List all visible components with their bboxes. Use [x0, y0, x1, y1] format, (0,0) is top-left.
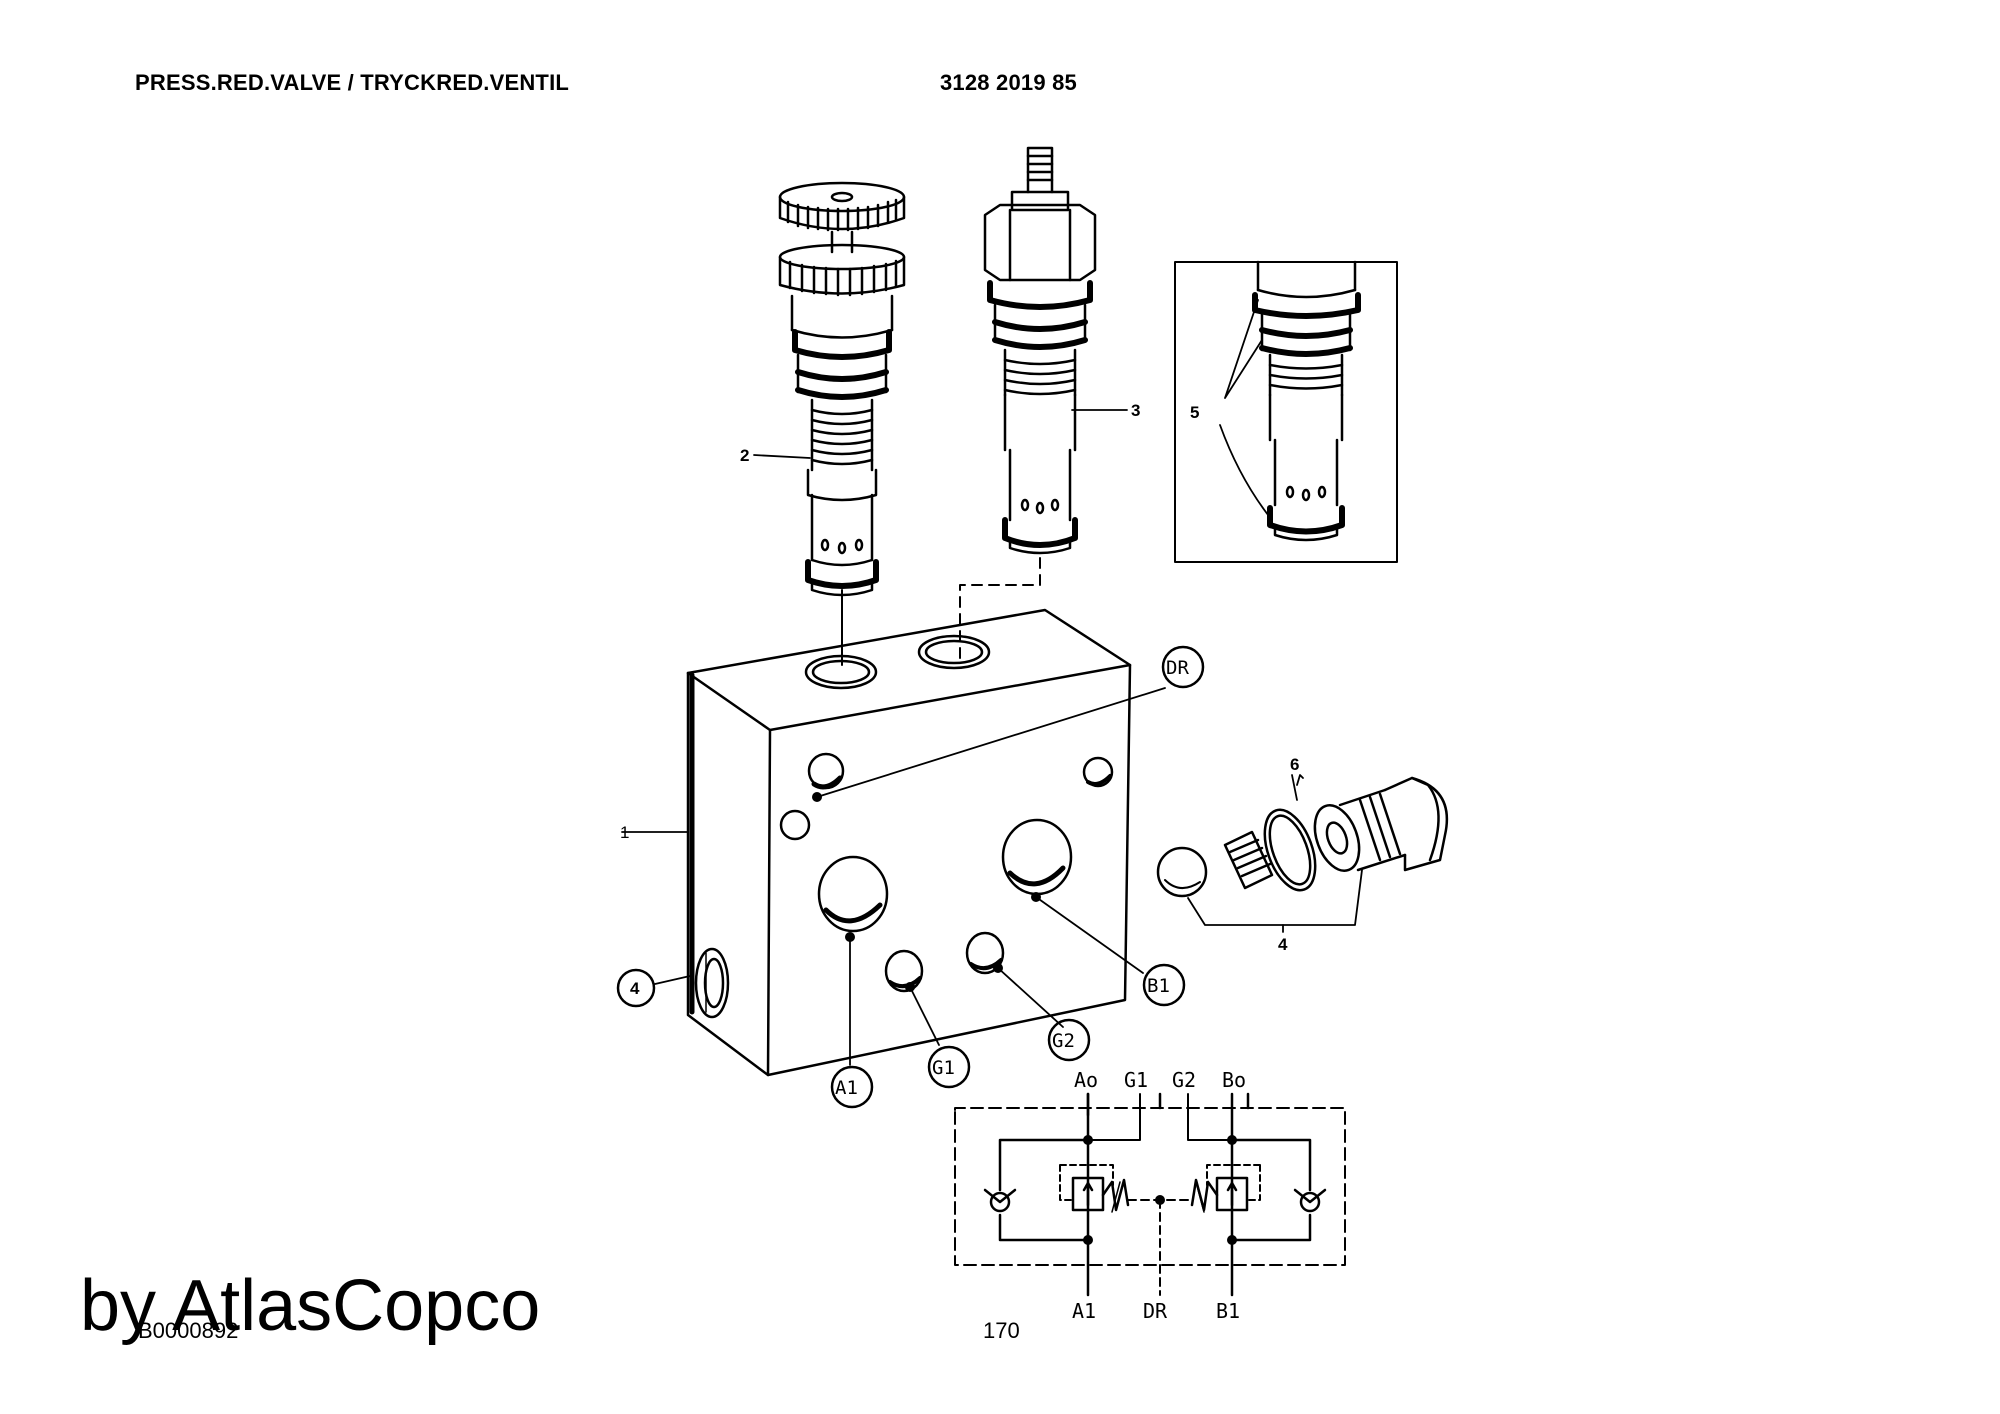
- item-label-5: 5: [1190, 403, 1199, 422]
- port-callout-dr: [1161, 645, 1205, 689]
- item-label-4: 4: [1278, 935, 1288, 954]
- leader-lines: [621, 409, 1298, 1066]
- item-callout-4-circle: [616, 968, 656, 1008]
- port-callout-g2: [1047, 1018, 1091, 1062]
- port-label-g2: G2: [1052, 1030, 1075, 1052]
- detail-box-5: [1174, 260, 1398, 563]
- port-label-b1: B1: [1147, 975, 1170, 997]
- item-label-6: 6: [1290, 755, 1299, 774]
- watermark: by AtlasCopco: [80, 1266, 541, 1346]
- schematic-label-a1: A1: [1072, 1299, 1096, 1323]
- image-id: B0000892: [138, 1318, 239, 1343]
- schematic-label-g1: G1: [1124, 1068, 1148, 1092]
- cartridge-valve-3: [959, 146, 1097, 661]
- port-label-a1: A1: [835, 1077, 858, 1099]
- plug-assembly-4: [1156, 774, 1449, 933]
- port-callout-g1: [927, 1045, 971, 1089]
- item-label-3: 3: [1131, 401, 1140, 420]
- valve-body-1: [686, 589, 1132, 1077]
- port-label-dr: DR: [1166, 657, 1189, 679]
- page-number: 170: [983, 1318, 1020, 1343]
- document-title: PRESS.RED.VALVE / TRYCKRED.VENTIL: [135, 70, 570, 95]
- hydraulic-schematic: [954, 1092, 1346, 1297]
- schematic-label-ao: Ao: [1074, 1068, 1098, 1092]
- schematic-junction-dots: [1083, 1135, 1237, 1245]
- port-label-g1: G1: [932, 1057, 955, 1079]
- port-callout-b1: [1142, 963, 1186, 1007]
- port-callout-a1: [830, 1065, 874, 1109]
- schematic-label-bo: Bo: [1222, 1068, 1246, 1092]
- part-number: 3128 2019 85: [940, 70, 1077, 95]
- cartridge-valve-2: [778, 181, 906, 666]
- schematic-label-dr: DR: [1143, 1299, 1168, 1323]
- leader-dots: [812, 792, 1041, 992]
- schematic-label-g2: G2: [1172, 1068, 1196, 1092]
- schematic-label-b1: B1: [1216, 1299, 1240, 1323]
- item-label-2: 2: [740, 446, 749, 465]
- item-label-4-side: 4: [630, 979, 640, 998]
- item-label-1: 1: [620, 823, 629, 842]
